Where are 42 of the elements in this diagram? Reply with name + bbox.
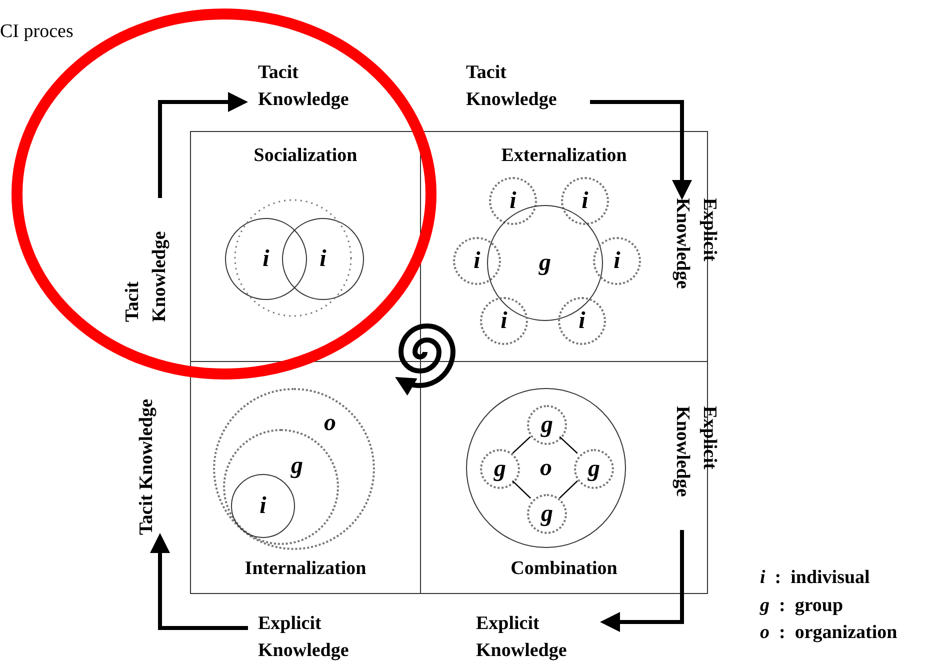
knowledge-label: Tacit Knowledge bbox=[133, 375, 159, 535]
letter-symbol: g bbox=[494, 457, 506, 481]
mode-quadrant bbox=[190, 361, 421, 594]
knowledge-label: Tacit Knowledge bbox=[466, 58, 590, 114]
knowledge-label: Explicit Knowledge bbox=[668, 198, 724, 322]
quadrant-title: Externalization bbox=[501, 144, 627, 168]
knowledge-label: Tacit Knowledge bbox=[258, 58, 382, 114]
quadrant-title: Socialization bbox=[254, 144, 358, 168]
arrow bbox=[158, 92, 248, 198]
legend-entry: g : group bbox=[760, 594, 844, 618]
legend-entry: o : organization bbox=[760, 621, 898, 645]
letter-symbol: g bbox=[539, 251, 551, 275]
connector-line bbox=[559, 436, 578, 454]
letter-symbol: i bbox=[582, 189, 588, 213]
quadrant-title: Internalization bbox=[244, 556, 366, 580]
knowledge-label: Tacit Knowledge bbox=[118, 198, 174, 322]
letter-symbol: i bbox=[500, 309, 508, 333]
arrow bbox=[590, 100, 692, 200]
connector-line bbox=[559, 480, 578, 499]
legend-entry: i : indivisual bbox=[760, 566, 870, 590]
letter-symbol: g bbox=[541, 413, 553, 437]
letter-symbol: o bbox=[324, 411, 336, 435]
knowledge-label: Explicit Knowledge bbox=[668, 406, 724, 530]
connector-line bbox=[512, 436, 531, 454]
letter-symbol: i bbox=[262, 247, 270, 271]
letter-symbol: i bbox=[474, 249, 480, 273]
knowledge-label: Explicit Knowledge bbox=[476, 610, 600, 664]
letter-symbol: i bbox=[578, 309, 586, 333]
caption-text: CI proces bbox=[0, 20, 74, 44]
letter-symbol: g bbox=[291, 454, 303, 478]
quadrant-title: Combination bbox=[510, 556, 618, 580]
letter-symbol: g bbox=[541, 502, 553, 526]
letter-symbol: i bbox=[510, 189, 516, 213]
arrow bbox=[150, 533, 248, 630]
letter-symbol: o bbox=[540, 456, 552, 480]
letter-symbol: i bbox=[320, 247, 326, 271]
arrow bbox=[600, 530, 684, 632]
knowledge-label: Explicit Knowledge bbox=[258, 610, 382, 664]
letter-symbol: g bbox=[588, 457, 600, 481]
letter-symbol: i bbox=[614, 249, 620, 273]
letter-symbol: i bbox=[260, 494, 266, 518]
connector-line bbox=[512, 480, 531, 499]
